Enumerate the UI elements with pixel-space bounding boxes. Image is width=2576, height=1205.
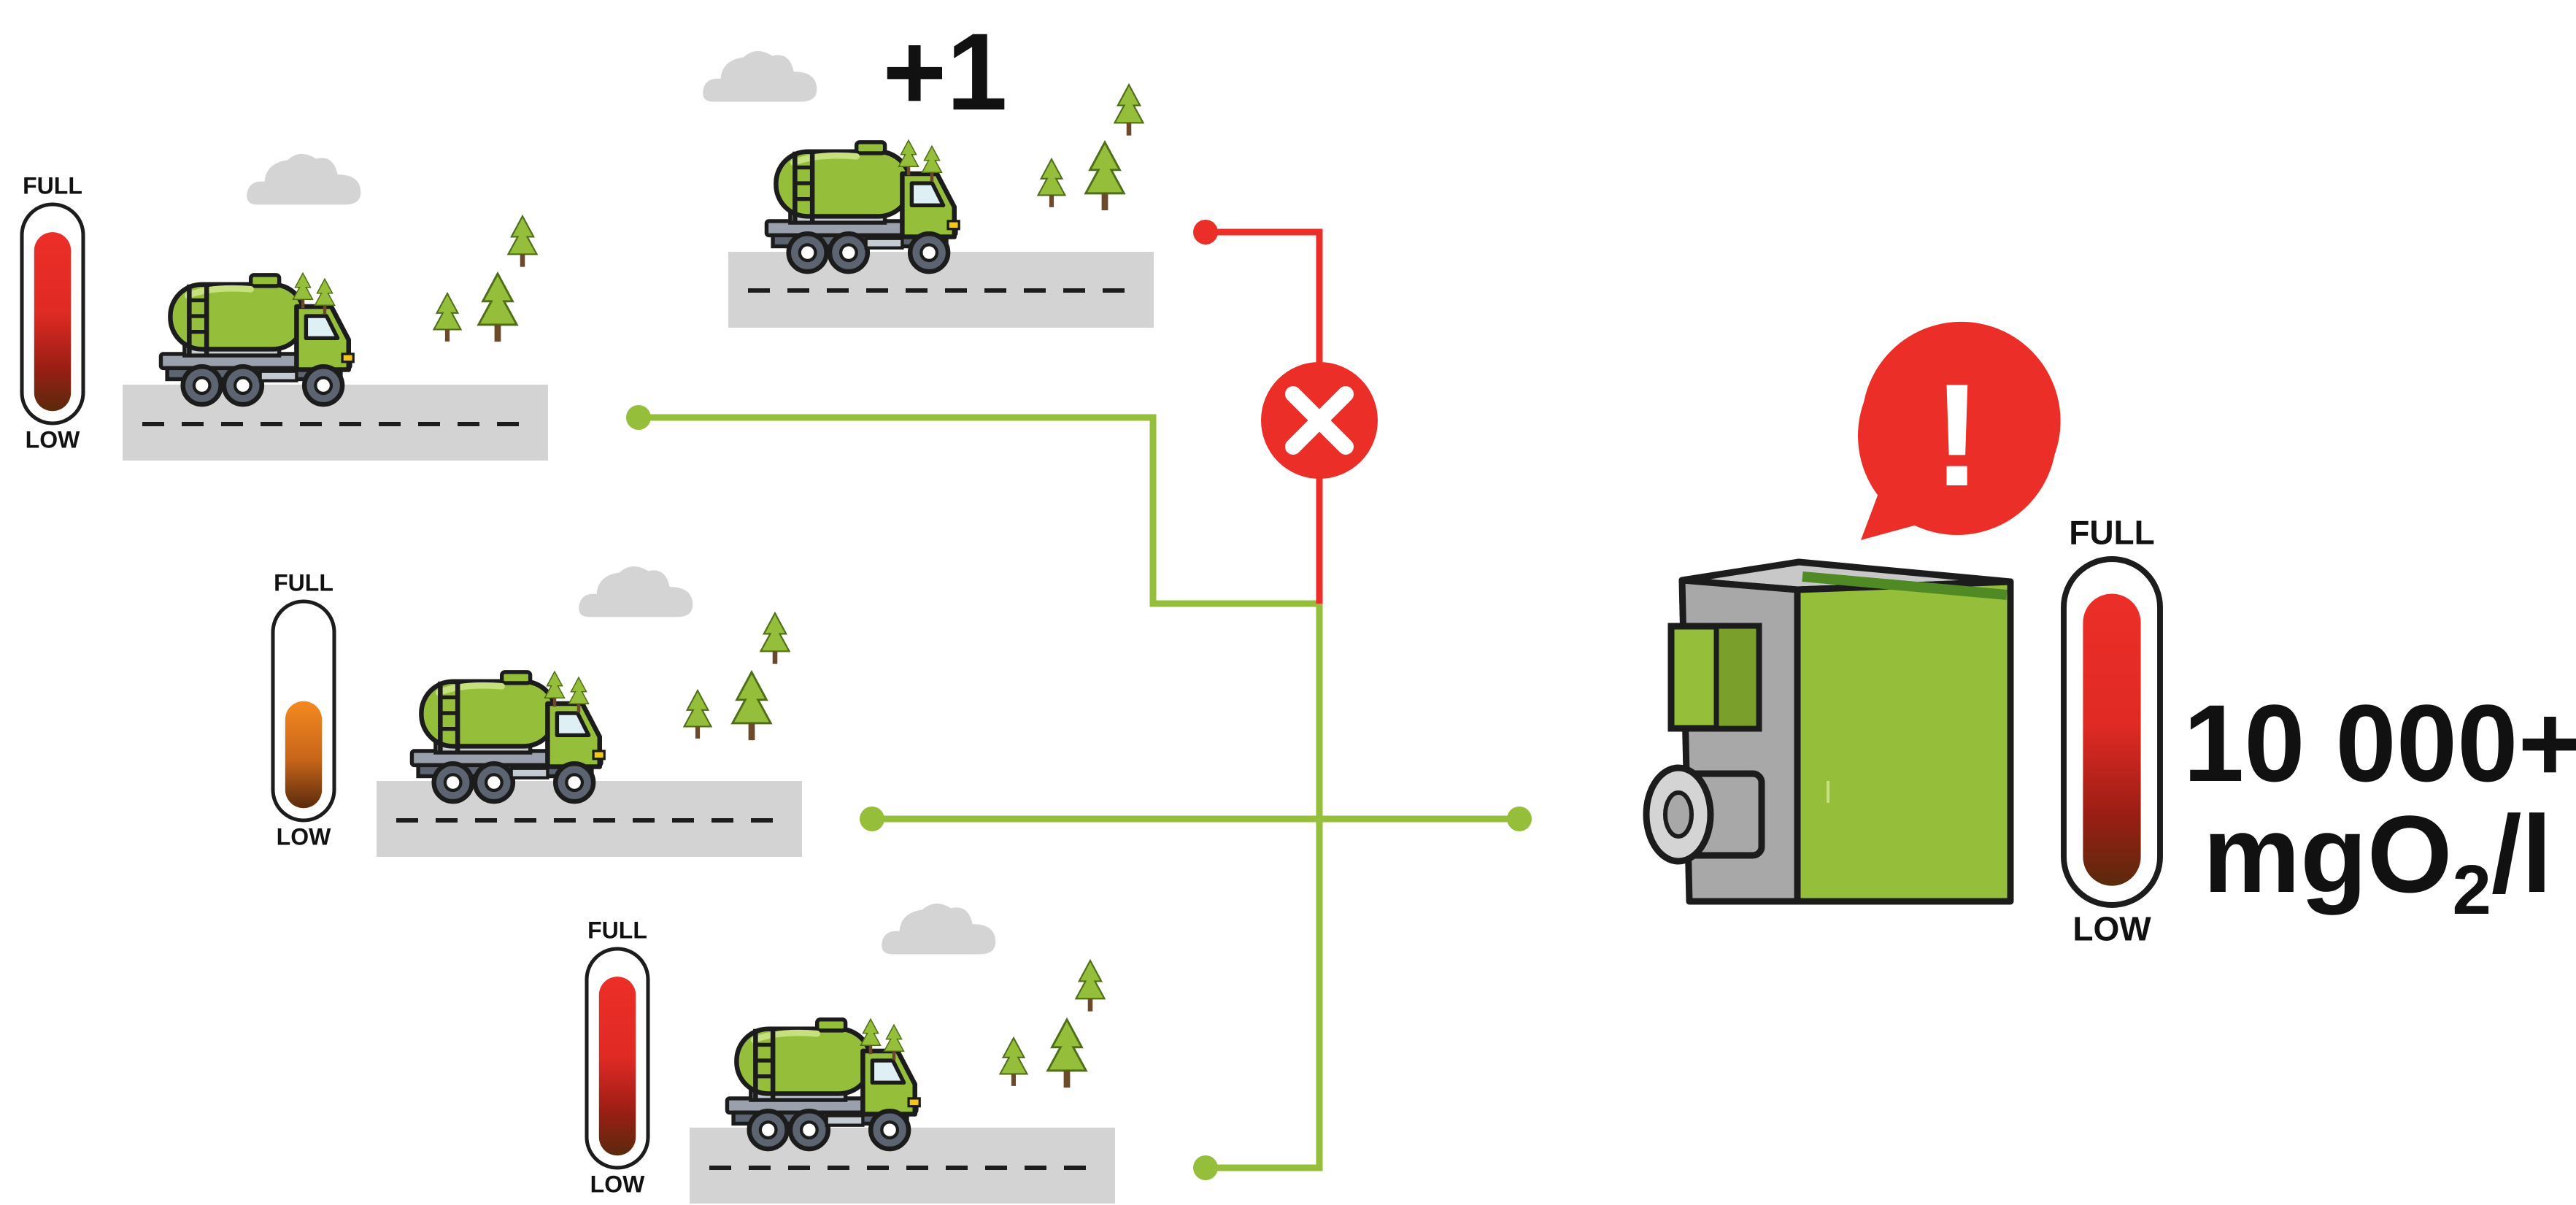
tree-icon [1084,141,1125,212]
fill-gauge-truck-1: FULL LOW [20,173,85,453]
node-truck-3 [1193,1155,1218,1180]
tree-icon [1037,158,1066,208]
plant-value-line2: mgO2/l [2203,793,2552,929]
gauge-level-fill [285,701,323,809]
wastewater-plant-icon [1643,558,2014,905]
node-truck-1 [626,405,651,430]
fill-gauge-plant: FULL LOW [2061,513,2163,947]
plant-value-line1: 10 000+ [2183,682,2576,804]
cloud-icon [579,566,693,617]
node-truck-2 [860,806,884,831]
blocked-x-icon [1261,362,1378,479]
cloud-icon [703,51,817,102]
cloud-icon [247,154,361,205]
tree-icon [1046,1018,1087,1089]
fill-gauge-truck-3: FULL LOW [585,917,650,1198]
node-plant [1507,806,1532,831]
tree-icon [477,272,518,343]
pipe-truck-1 [639,414,1319,607]
tree-icon [999,1037,1028,1087]
gauge-full-label: FULL [274,570,333,596]
tree-icon [1075,960,1106,1012]
tree-icon [1114,84,1144,136]
tree-icon [731,671,772,742]
gauge-low-label: LOW [590,1171,645,1198]
gauge-low-label: LOW [277,824,331,850]
alert-bubble-icon: ! [1858,321,2061,540]
alert-symbol: ! [1933,354,1982,517]
gauge-full-label: FULL [2069,513,2155,551]
gauge-full-label: FULL [23,173,82,199]
pipe-truck-3 [1206,604,1323,1171]
tree-icon [683,690,712,739]
gauge-low-label: LOW [26,427,80,453]
truck-scene-2 [377,566,802,857]
fill-gauge-truck-2: FULL LOW [271,570,336,850]
plant-value: 10 000+ mgO2/l [2183,682,2576,929]
truck-scene-3 [690,904,1115,1204]
gauge-low-label: LOW [2072,909,2151,947]
truck-scene-new: +1 [703,10,1154,328]
tree-icon [433,293,462,342]
gauge-level-fill [34,232,72,412]
cloud-icon [882,904,996,955]
pipe-truck-new-blocked [1206,228,1323,604]
gauge-level-fill [598,977,636,1156]
pipe-network [626,220,1532,1180]
gauge-level-fill [2083,593,2141,886]
tree-icon [760,612,790,665]
node-truck-new [1193,220,1218,245]
gauge-full-label: FULL [587,917,647,944]
tree-icon [507,215,538,268]
increment-label: +1 [882,10,1007,133]
truck-scene-1 [123,154,548,461]
